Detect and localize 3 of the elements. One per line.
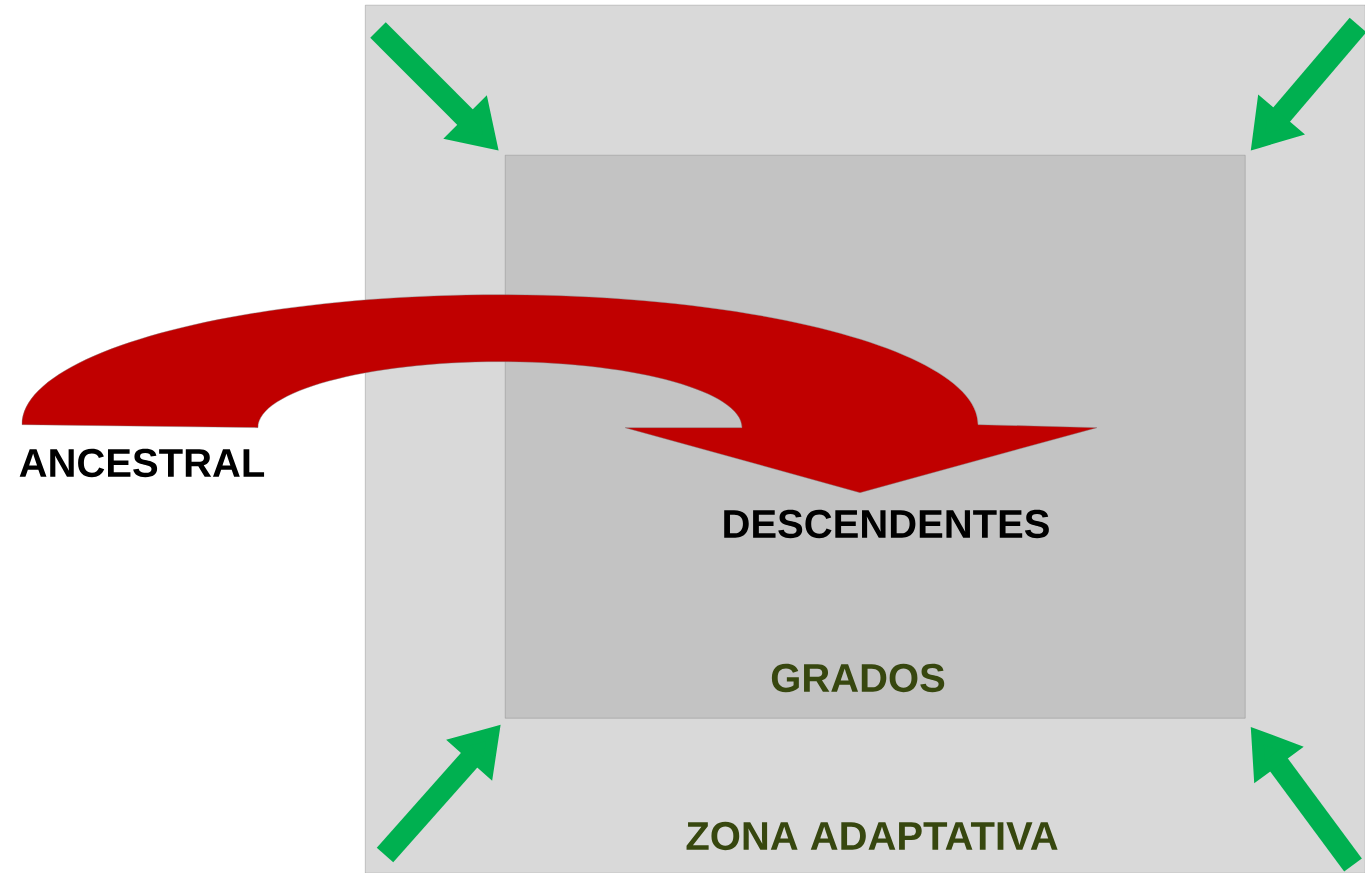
label-text: ANCESTRAL — [19, 448, 265, 478]
label-text: DESCENDENTES — [724, 509, 1049, 539]
curved-arrow — [21, 294, 1098, 493]
